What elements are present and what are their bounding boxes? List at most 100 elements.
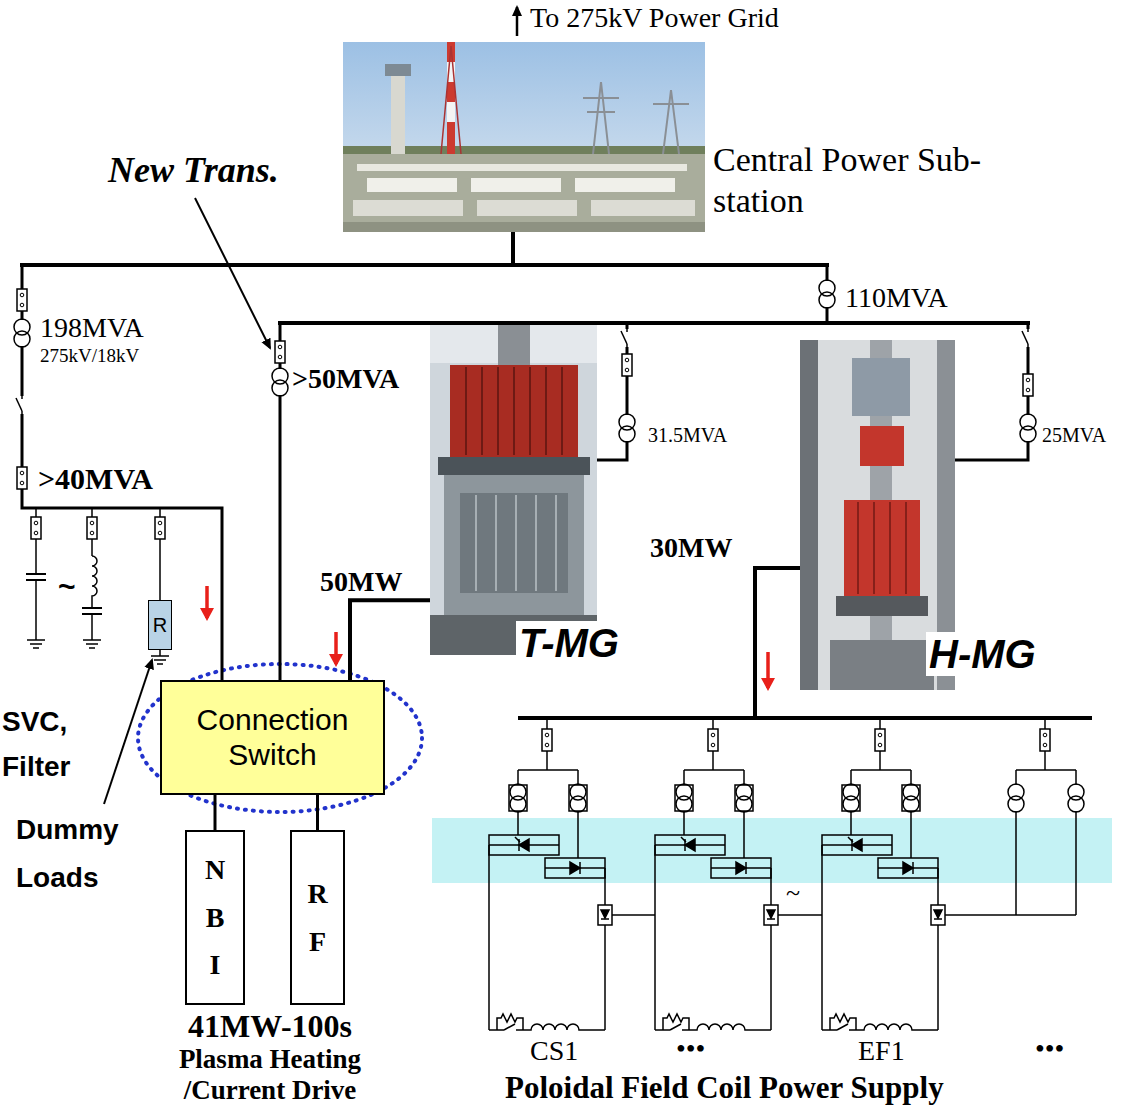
symbol-rect: [477, 200, 577, 216]
symbol-use: [27, 640, 45, 648]
symbol-use: [489, 718, 612, 1030]
wire-line: [529, 367, 531, 455]
symbol-rect: [357, 164, 687, 171]
rating-label: 25MVA: [1042, 424, 1106, 446]
wire-line: [511, 232, 515, 265]
rating-label: 198MVA: [40, 313, 144, 344]
wire-line: [516, 7, 519, 36]
symbol-use: [151, 656, 169, 664]
wire-line: [465, 367, 467, 455]
wire-path: [92, 556, 97, 608]
wire-line: [555, 495, 557, 591]
wire-line: [561, 367, 563, 455]
symbol-use: [822, 718, 945, 1030]
wire-line: [518, 716, 1092, 720]
wire-line: [26, 573, 46, 575]
symbols: [13, 280, 1085, 1030]
rating-label: >50MVA: [292, 364, 399, 395]
symbol-use: [818, 280, 836, 308]
wire-path: [653, 90, 689, 154]
symbol-rect: [438, 457, 590, 475]
wire-line: [545, 367, 547, 455]
symbol-rect: [447, 122, 455, 154]
load-box: N B I: [185, 830, 245, 1005]
switch-box: Connection Switch: [160, 680, 385, 795]
wire-line: [481, 367, 483, 455]
symbol-group: [858, 502, 906, 594]
symbol-use: [83, 640, 101, 648]
wire-line: [857, 502, 859, 594]
generator-node: H-MG: [800, 340, 955, 690]
rating-label: 31.5MVA: [648, 424, 727, 446]
wire-line: [873, 502, 875, 594]
part-label: Dummy Loads: [16, 806, 128, 901]
wire-line: [91, 614, 93, 640]
highlight-outline: [138, 664, 422, 812]
symbol-use: [87, 517, 97, 539]
symbol-use: [155, 517, 165, 539]
wire-line: [889, 502, 891, 594]
symbol-use: [1021, 329, 1035, 347]
voltage-label: 275kV/18kV: [40, 346, 139, 367]
symbol-rect: [460, 493, 568, 593]
wire-line: [475, 495, 477, 591]
box-name: N B I: [201, 846, 229, 989]
symbol-rect: [800, 340, 818, 690]
symbol-use: [275, 341, 285, 363]
wire-line: [955, 323, 1028, 460]
resistor-name: R: [153, 615, 167, 635]
symbol-group: [476, 495, 556, 591]
symbol-use: [17, 467, 27, 489]
wire-line: [755, 568, 800, 718]
symbol-use: [1007, 784, 1025, 812]
symbol-rect: [471, 178, 561, 192]
symbol-rect: [830, 640, 934, 690]
power-label: 30MW: [650, 533, 732, 564]
wire-line: [945, 914, 1076, 916]
wire-line: [82, 607, 102, 609]
symbol-use: [1067, 784, 1085, 812]
wire-line: [35, 580, 37, 640]
symbol-rect: [343, 222, 705, 232]
wire-line: [766, 652, 770, 688]
symbol-use: [1040, 729, 1050, 751]
wire-line: [495, 495, 497, 591]
rating-label: >40MVA: [38, 462, 153, 495]
grid-label: To 275kV Power Grid: [530, 2, 779, 34]
symbol-rect: [844, 500, 920, 596]
wire-path: [441, 46, 461, 154]
symbol-rect: [343, 154, 705, 232]
group-label: Poloidal Field Coil Power Supply: [505, 1071, 944, 1105]
power-label: 50MW: [320, 567, 402, 598]
symbol-rect: [852, 358, 910, 416]
symbol-rect: [591, 200, 695, 216]
symbol-use: [31, 517, 41, 539]
symbol-rect: [444, 475, 584, 615]
wire-line: [1016, 769, 1076, 771]
coil-label: EF1: [858, 1036, 905, 1067]
substation-photo: [343, 42, 705, 232]
symbol-rect: [450, 365, 578, 457]
coil-label: CS1: [530, 1036, 578, 1067]
symbol-rect: [385, 64, 411, 76]
symbol-use: [655, 718, 778, 1030]
converter-band: [432, 818, 1112, 883]
wire-path: [583, 82, 619, 154]
symbol-rect: [498, 323, 530, 365]
symbol-rect: [353, 200, 463, 216]
load-box: R F: [290, 830, 345, 1005]
feeder-line: [350, 600, 430, 680]
generator-node: T-MG: [430, 323, 597, 655]
wire-line: [905, 502, 907, 594]
symbol-rect: [391, 72, 405, 154]
feeder-line: [214, 795, 217, 830]
symbol-use: [1019, 414, 1037, 442]
callout-label: New Trans.: [108, 150, 279, 191]
wire-line: [497, 367, 499, 455]
wire-line: [159, 650, 161, 656]
ellipsis-mark: •••: [676, 1034, 705, 1065]
station-name: Central Power Sub- station: [713, 140, 1033, 222]
symbol-rect: [367, 178, 457, 192]
wire-line: [20, 263, 829, 267]
symbol-use: [620, 329, 634, 347]
